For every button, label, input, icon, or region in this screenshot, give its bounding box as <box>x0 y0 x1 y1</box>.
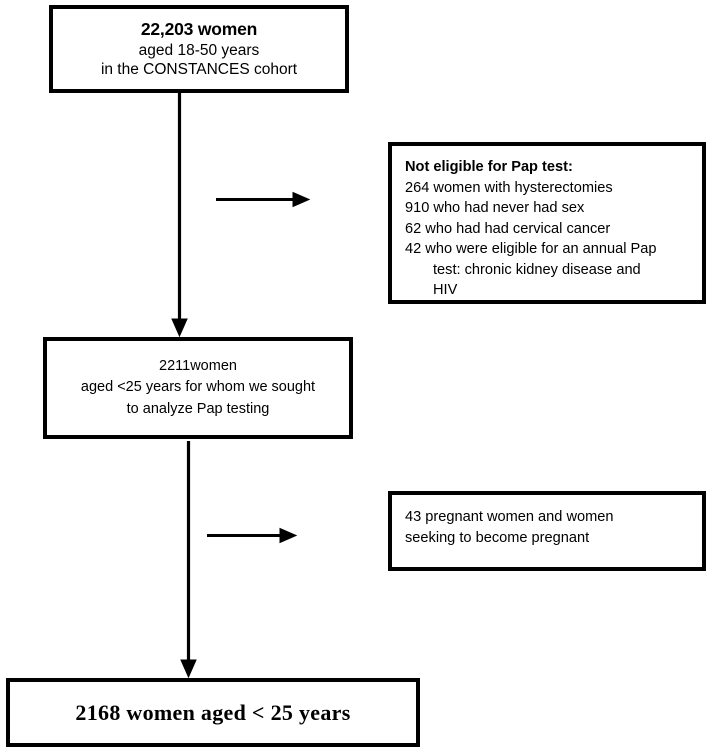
exclusion-2-line-1: 43 pregnant women and women <box>405 509 614 525</box>
exclusion-2-line-2: seeking to become pregnant <box>405 529 590 546</box>
node-top-cohort: 22,203 women aged 18-50 years in the CON… <box>49 5 349 93</box>
exclusion-1-item-4-part-2: test: chronic kidney disease and <box>433 261 641 278</box>
top-cohort-headline: 22,203 women <box>140 19 258 40</box>
exclusion-1-item-4-part-1: 42 who were eligible for an annual Pap <box>405 241 657 258</box>
node-exclusion-not-eligible: Not eligible for Pap test: 264 women wit… <box>388 142 706 304</box>
node-middle-cohort: 2211women aged <25 years for whom we sou… <box>43 337 353 439</box>
middle-cohort-line-2: aged <25 years for whom we sought <box>80 379 316 396</box>
arrow-middle-cohort-to-result <box>180 441 197 679</box>
exclusion-1-item-1: 264 women with hysterectomies <box>405 179 613 196</box>
exclusion-1-heading: Not eligible for Pap test: <box>405 159 573 175</box>
exclusion-1-item-2: 910 who had never had sex <box>405 200 585 217</box>
arrow-top-to-middle-cohort <box>171 90 188 338</box>
node-bottom-result: 2168 women aged < 25 years <box>6 678 420 747</box>
top-cohort-line-3: in the CONSTANCES cohort <box>100 61 298 79</box>
node-exclusion-pregnancy: 43 pregnant women and women seeking to b… <box>388 491 706 571</box>
exclusion-1-item-3: 62 who had had cervical cancer <box>405 220 611 237</box>
middle-cohort-line-3: to analyze Pap testing <box>126 400 270 417</box>
exclusion-1-item-4-part-3: HIV <box>433 282 458 299</box>
bottom-result-headline: 2168 women aged < 25 years <box>75 699 351 725</box>
arrow-to-exclusion-2 <box>207 527 298 544</box>
top-cohort-line-2: aged 18-50 years <box>138 41 260 59</box>
middle-cohort-line-1: 2211women <box>159 358 237 375</box>
arrow-to-exclusion-1 <box>216 191 311 208</box>
